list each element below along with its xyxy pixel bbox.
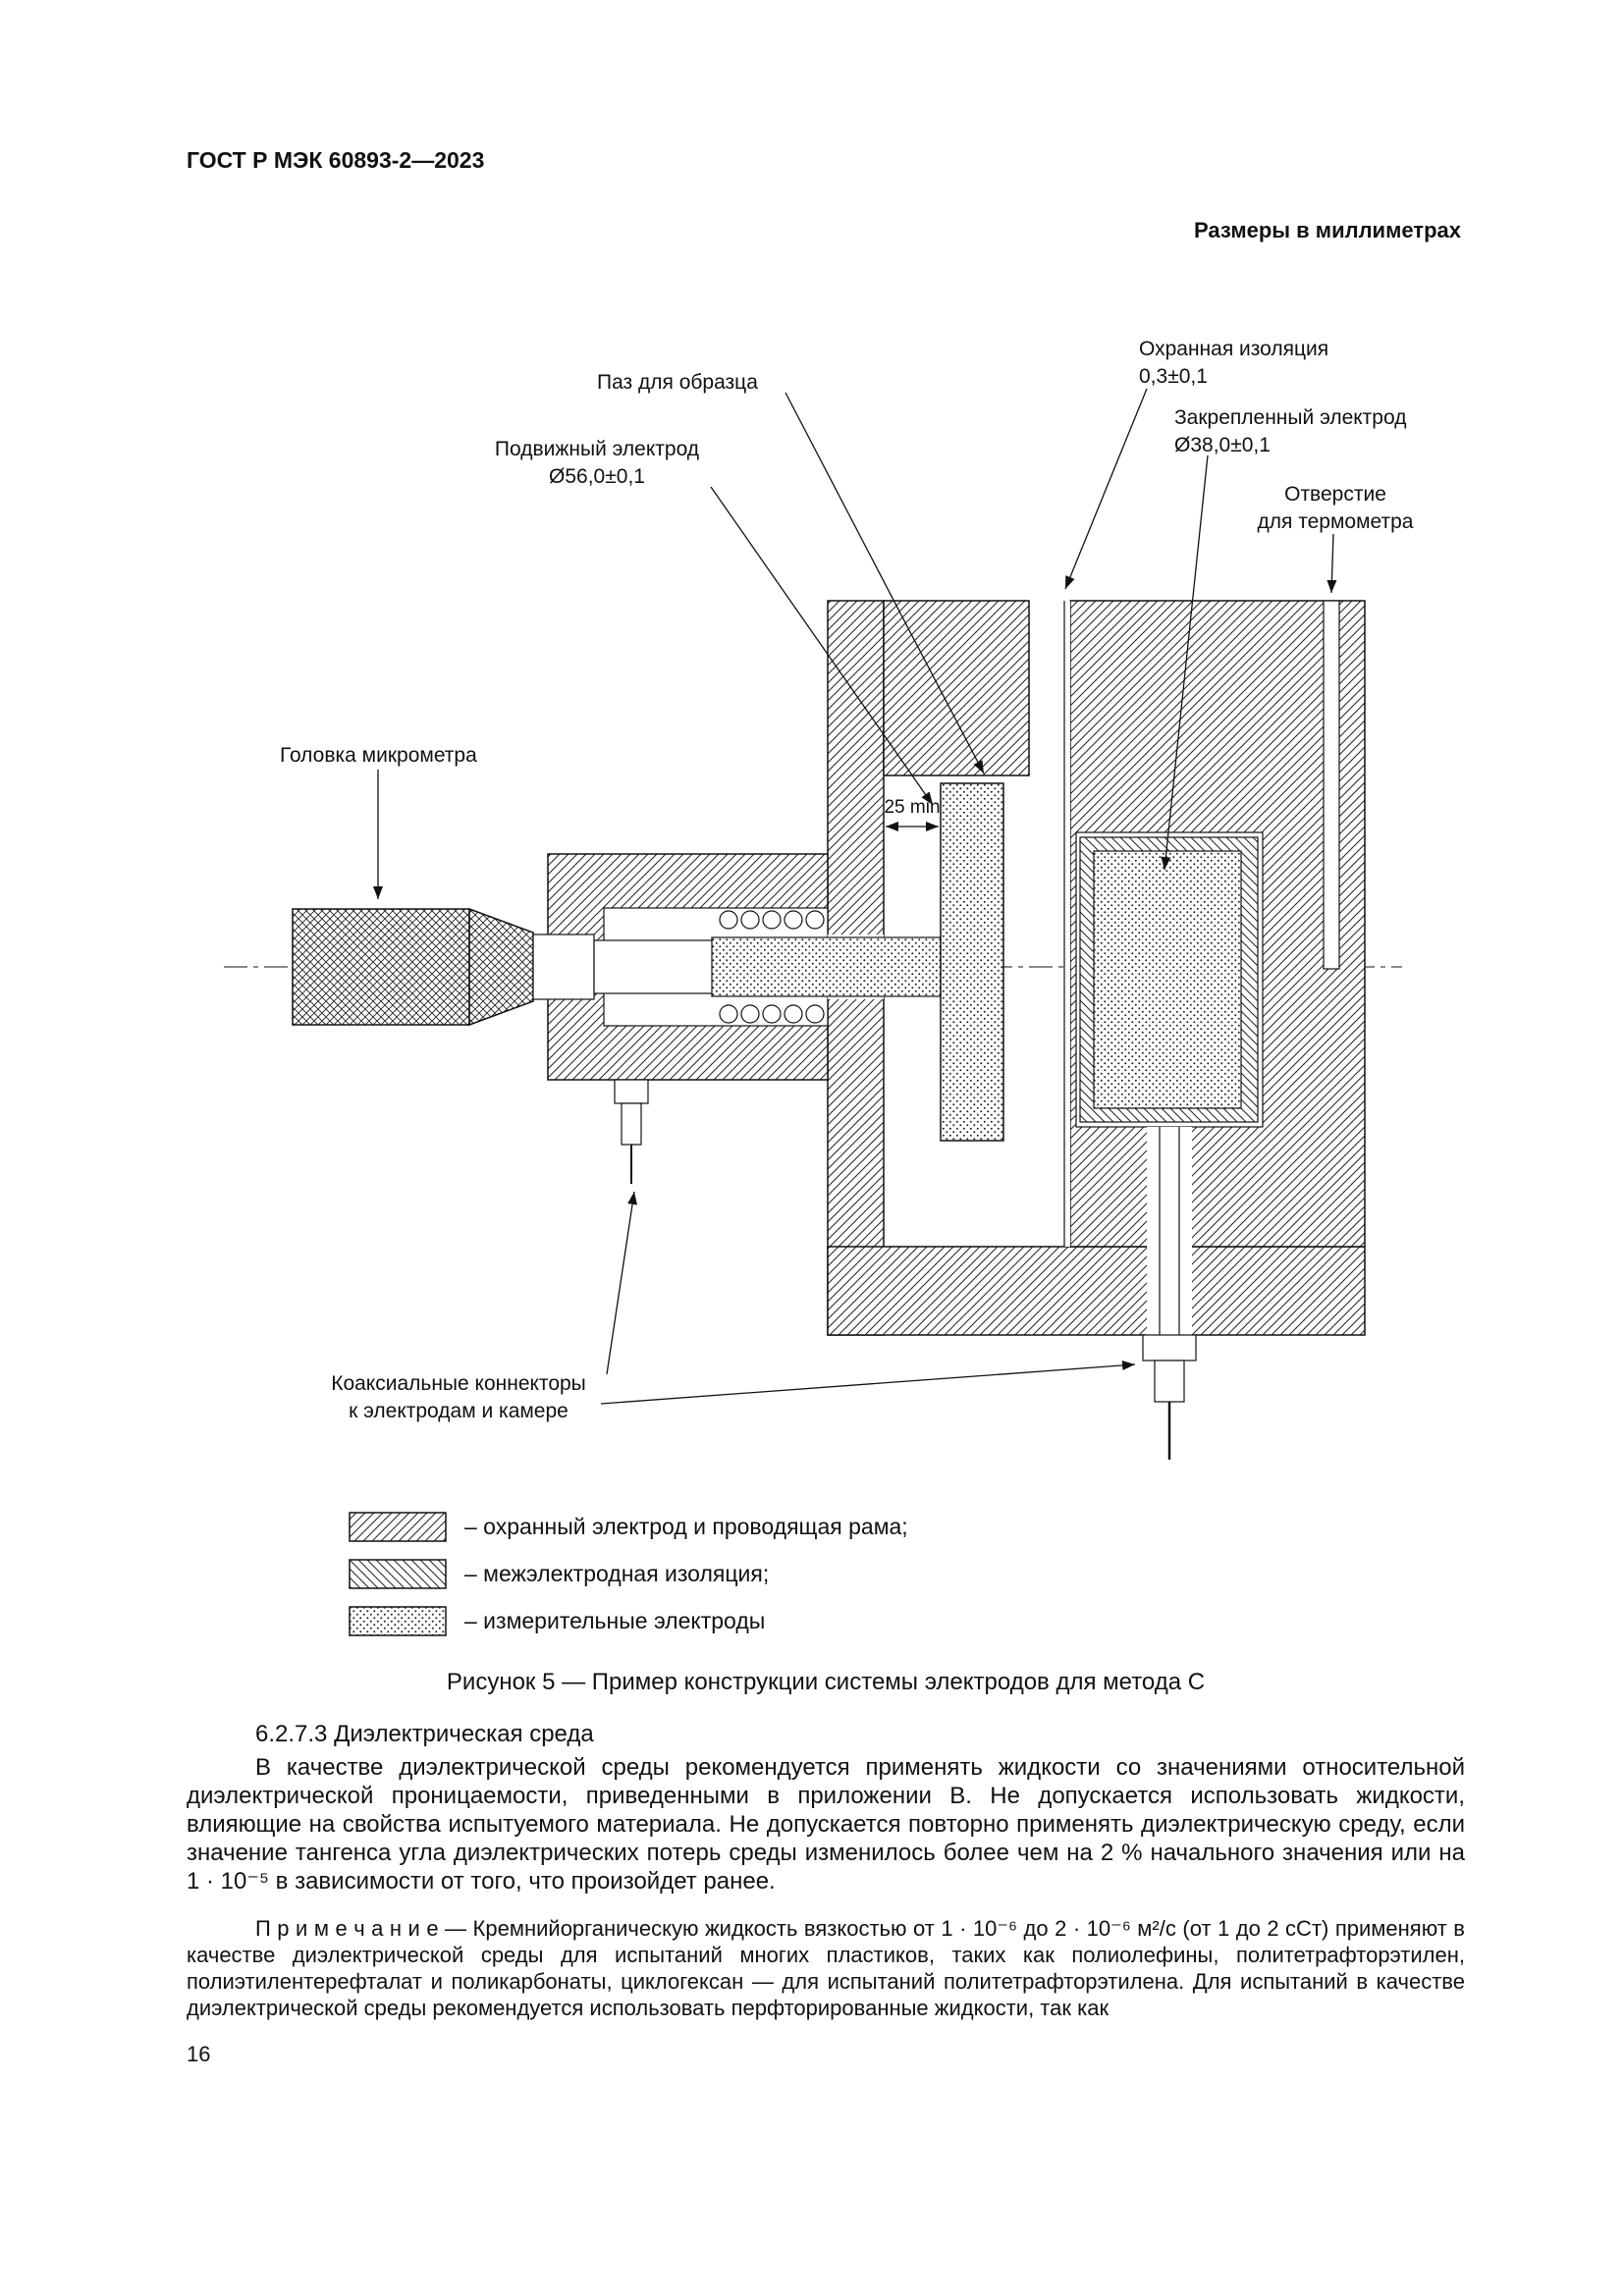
leader-lines (373, 388, 1337, 1405)
fixed-electrode-core (1093, 850, 1242, 1109)
frame-top-block (883, 600, 1030, 776)
dimensions-note: Размеры в миллиметрах (1194, 218, 1461, 242)
legend-label-insulation: – межэлектродная изоляция; (464, 1561, 770, 1586)
paragraph-dielectric-medium: В качестве диэлектрической среды рекомен… (187, 1754, 1465, 1895)
label-movable-electrode-dim: Ø56,0±0,1 (549, 465, 645, 488)
legend-row-measuring: – измерительные электроды (349, 1606, 908, 1636)
page-number: 16 (187, 2042, 211, 2066)
thermometer-hole (1323, 600, 1340, 970)
leader-coax-left (606, 1191, 638, 1375)
coax-connector-left (614, 1079, 649, 1184)
legend-label-measuring: – измерительные электроды (464, 1608, 766, 1633)
figure-legend: – охранный электрод и проводящая рама; –… (349, 1512, 908, 1653)
micrometer-taper (468, 907, 534, 1027)
leader-fixed-electrode (1161, 454, 1209, 871)
body-text: 6.2.7.3 Диэлектрическая среда В качестве… (187, 1720, 1465, 2021)
label-coax-connectors-2: к электродам и камере (349, 1400, 568, 1422)
leader-movable-electrode (710, 486, 934, 806)
section-heading: 6.2.7.3 Диэлектрическая среда (255, 1721, 594, 1747)
coax-channel (1147, 1127, 1192, 1335)
legend-swatch-guard-hatch (349, 1512, 447, 1542)
label-thermometer-hole-2: для термометра (1258, 510, 1414, 533)
label-micrometer-head: Головка микрометра (280, 744, 477, 767)
leader-specimen-slot (785, 392, 985, 774)
label-guard-insulation-dim: 0,3±0,1 (1139, 365, 1208, 388)
guard-insulation-gap (1063, 601, 1070, 1247)
label-fixed-electrode-dim: Ø38,0±0,1 (1174, 434, 1271, 456)
doc-code: ГОСТ Р МЭК 60893-2—2023 (187, 147, 485, 173)
micrometer-head-body (292, 908, 470, 1026)
dimension-25min-label: 25 min (884, 797, 940, 818)
micrometer-neck (532, 934, 595, 1000)
electrode-system-diagram: 25 min Паз для образца Подвижный электро… (224, 338, 1414, 1460)
leader-coax-bottom (600, 1360, 1136, 1405)
label-coax-connectors-1: Коаксиальные коннекторы (331, 1372, 586, 1395)
label-specimen-slot: Паз для образца (597, 371, 758, 394)
leader-guard-insulation (1064, 388, 1148, 590)
micrometer-assembly (292, 782, 1004, 1142)
movable-electrode-shaft (711, 936, 942, 997)
legend-swatch-insulation-hatch (349, 1559, 447, 1589)
movable-electrode-plate (940, 782, 1004, 1142)
figure-caption: Рисунок 5 — Пример конструкции системы э… (446, 1669, 1206, 1695)
label-movable-electrode: Подвижный электрод (495, 438, 699, 460)
frame-bottom-strip (827, 1246, 1366, 1336)
micrometer-spindle (593, 939, 715, 994)
coax-connector-bottom (1142, 1334, 1197, 1460)
label-guard-insulation: Охранная изоляция (1139, 338, 1328, 360)
legend-row-guard: – охранный электрод и проводящая рама; (349, 1512, 908, 1542)
legend-swatch-dots (349, 1606, 447, 1636)
label-thermometer-hole-1: Отверстие (1284, 483, 1386, 506)
legend-row-insulation: – межэлектродная изоляция; (349, 1559, 908, 1589)
legend-label-guard: – охранный электрод и проводящая рама; (464, 1514, 908, 1539)
note-paragraph: П р и м е ч а н и е — Кремнийорганическу… (187, 1916, 1465, 2020)
label-fixed-electrode: Закрепленный электрод (1174, 406, 1406, 429)
dimension-25min: 25 min (884, 797, 941, 831)
springs (719, 910, 825, 1024)
leader-thermometer-hole (1326, 533, 1337, 594)
